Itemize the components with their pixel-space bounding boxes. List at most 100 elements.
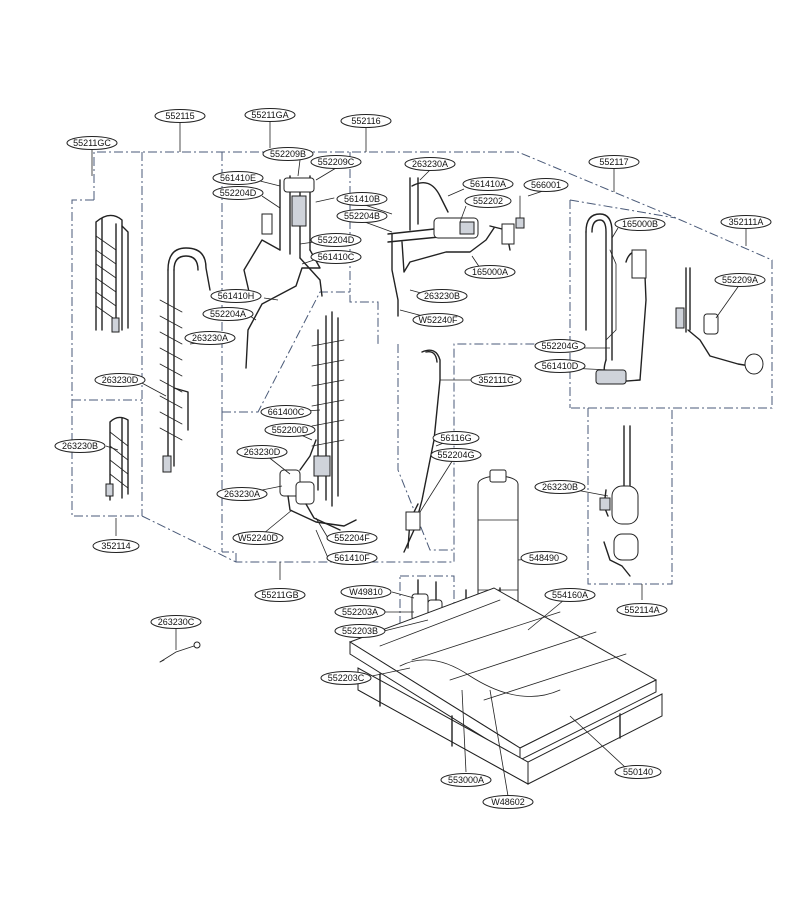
label-552117: 552117 [588,155,640,169]
svg-text:552204G: 552204G [541,341,578,351]
svg-text:552204D: 552204D [318,235,355,245]
svg-text:552204A: 552204A [210,309,246,319]
svg-text:552203A: 552203A [342,607,378,617]
label-552204F: 552204F [326,531,378,545]
svg-text:561410D: 561410D [542,361,579,371]
svg-text:165000A: 165000A [472,267,508,277]
svg-text:W52240D: W52240D [238,533,279,543]
svg-text:561410H: 561410H [218,291,255,301]
label-552203C: 552203C [320,671,372,685]
callout-labels: 552115 55211GA 552116 55211GC 552209B 55… [54,108,772,809]
svg-text:263230D: 263230D [102,375,139,385]
svg-text:W52240F: W52240F [418,315,458,325]
svg-text:263230B: 263230B [62,441,98,451]
svg-text:263230A: 263230A [224,489,260,499]
part-552117-pipe [585,213,647,385]
part-352111A-pipe [675,267,764,375]
svg-text:552200D: 552200D [272,425,309,435]
label-263230D-mid: 263230D [236,445,288,459]
label-548490: 548490 [520,551,568,565]
label-W52240D: W52240D [232,531,284,545]
svg-text:55211GC: 55211GC [73,138,111,148]
svg-text:352114: 352114 [101,541,130,551]
label-552204B: 552204B [336,209,388,223]
svg-text:561410E: 561410E [220,173,256,183]
label-561410C: 561410C [310,250,362,264]
label-554160A: 554160A [544,588,596,602]
svg-text:561410C: 561410C [318,252,355,262]
label-552209C: 552209C [310,155,362,169]
svg-text:263230D: 263230D [244,447,281,457]
label-352111A: 352111A [720,215,772,229]
svg-text:W48602: W48602 [491,797,525,807]
svg-text:561410F: 561410F [334,553,370,563]
label-263230A-top: 263230A [404,157,456,171]
svg-text:352111C: 352111C [478,375,514,385]
svg-text:552115: 552115 [165,111,194,121]
svg-text:56116G: 56116G [440,433,471,443]
part-352111C-pipe [403,349,441,553]
svg-text:263230A: 263230A [192,333,228,343]
svg-text:352111A: 352111A [729,217,764,227]
label-550140: 550140 [614,765,662,779]
label-55211GB: 55211GB [254,588,306,602]
part-263230C-sensor [159,641,201,663]
label-55211GC: 55211GC [66,136,118,150]
label-561410F: 561410F [326,551,378,565]
label-552202: 552202 [464,194,512,208]
label-552203A: 552203A [334,605,386,619]
svg-text:554160A: 554160A [552,590,588,600]
label-55211GA: 55211GA [244,108,296,122]
label-352111C: 352111C [470,373,522,387]
label-552204D-top: 552204D [212,186,264,200]
part-55211GB-pipe-bundle [279,311,357,531]
label-263230C: 263230C [150,615,202,629]
label-552115: 552115 [154,109,206,123]
svg-text:552204F: 552204F [334,533,370,543]
label-W49810: W49810 [340,585,392,599]
svg-text:552203C: 552203C [328,673,365,683]
svg-text:566001: 566001 [531,180,561,190]
label-552203B: 552203B [334,624,386,638]
svg-text:661400C: 661400C [268,407,305,417]
part-base-assembly [348,579,663,785]
part-552116-manifold [387,177,525,317]
svg-text:561410A: 561410A [470,179,506,189]
label-W48602: W48602 [482,795,534,809]
svg-text:548490: 548490 [529,553,559,563]
svg-text:552117: 552117 [599,157,628,167]
svg-text:55211GA: 55211GA [251,110,288,120]
svg-text:263230B: 263230B [542,482,578,492]
svg-text:55211GB: 55211GB [261,590,298,600]
svg-text:550140: 550140 [623,767,653,777]
svg-text:552114A: 552114A [624,605,659,615]
part-55211GA-valve-assembly [243,175,335,369]
label-56116G: 56116G [432,431,480,445]
label-263230D-left: 263230D [94,373,146,387]
label-661400C: 661400C [260,405,312,419]
label-263230A-mid: 263230A [216,487,268,501]
svg-text:561410B: 561410B [344,194,380,204]
svg-text:552209B: 552209B [270,149,306,159]
label-165000B: 165000B [614,217,666,231]
label-263230B-top: 263230B [416,289,468,303]
label-552204D-mid: 552204D [310,233,362,247]
part-552115-pipe [159,247,211,473]
label-561410H: 561410H [210,289,262,303]
svg-text:552202: 552202 [473,196,503,206]
label-263230B-left: 263230B [54,439,106,453]
svg-text:552203B: 552203B [342,626,378,636]
svg-text:263230B: 263230B [424,291,460,301]
label-553000A: 553000A [440,773,492,787]
label-561410E: 561410E [212,171,264,185]
label-263230A-left: 263230A [184,331,236,345]
label-552114A: 552114A [616,603,668,617]
label-552209A: 552209A [714,273,766,287]
label-552116: 552116 [340,114,392,128]
part-55211GC-header [95,214,129,333]
label-W52240F: W52240F [412,313,464,327]
label-552200D: 552200D [264,423,316,437]
svg-text:263230A: 263230A [412,159,448,169]
